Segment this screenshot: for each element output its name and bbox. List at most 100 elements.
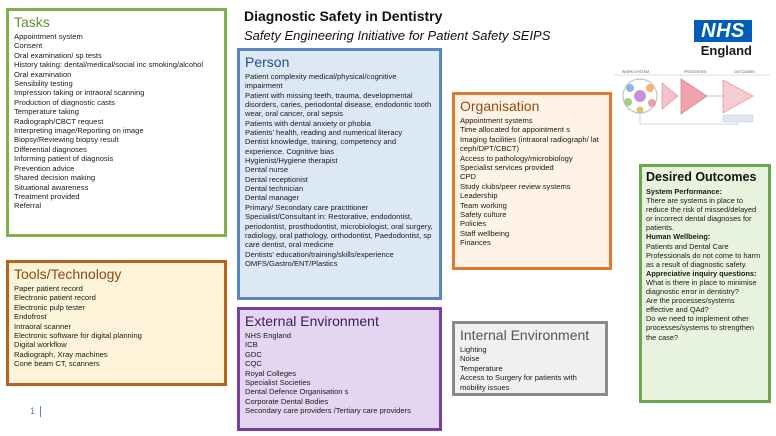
external-environment-box: External Environment NHS England ICB GDC… [237,307,442,431]
person-item: Patients' health, reading and numerical … [245,128,403,138]
nhs-logo-mark: NHS [694,20,752,42]
outcomes-content: System Performance: There are systems in… [646,187,764,342]
inquiry-question: Do we need to implement other processes/… [646,314,755,342]
outcomes-arrow-icon [722,79,754,114]
tool-item: Digital workflow [14,340,67,350]
person-item: Patient with missing teeth, trauma, deve… [245,90,432,119]
person-title: Person [245,54,290,70]
person-list: Patient complexity medical/physical/cogn… [245,72,434,268]
tasks-title: Tasks [14,14,50,30]
internal-item: Noise [460,354,480,364]
organisation-item: Leadership [460,191,498,201]
task-item: Treatment provided [14,191,80,201]
tool-item: Paper patient record [14,284,83,293]
task-item: Oral examination/ sp tests [14,50,102,60]
person-item: Specialist/Consultant in: Restorative, e… [245,212,433,250]
tool-item: Electronic software for digital planning [14,331,142,341]
person-item: Dentists' education/training/skills/expe… [245,249,394,259]
tool-item: Electronic patient record [14,293,96,303]
inquiry-heading: Appreciative inquiry questions: [646,268,757,278]
human-wellbeing-heading: Human Wellbeing: [646,232,711,242]
process-arrow-icon [661,82,679,110]
page-number-divider [40,406,41,417]
task-item: Radiograph/CBCT request [14,116,104,126]
organisation-item: Imaging facilities (intraoral radiograph… [460,134,599,154]
person-item: Hygienist/Hygiene therapist [245,156,338,166]
person-item: Patient complexity medical/physical/cogn… [245,72,397,91]
tool-item: Radiograph, Xray machines [14,349,108,359]
outcomes-title: Desired Outcomes [646,170,757,184]
person-item: OMFS/Gastro/ENT/Plastics [245,258,338,268]
page-subtitle: Safety Engineering Initiative for Patien… [244,28,551,43]
organisation-item: Team working [460,200,507,210]
person-box: Person Patient complexity medical/physic… [237,48,442,300]
organisation-item: Finances [460,238,491,248]
system-performance-text: There are systems in place to reduce the… [646,196,757,233]
person-item: Dental receptionist [245,174,308,184]
person-item: Dental manager [245,193,300,203]
external-title: External Environment [245,313,379,329]
tool-item: Intraoral scanner [14,321,71,331]
tasks-box: Tasks Appointment system Consent Oral ex… [6,8,227,237]
desired-outcomes-box: Desired Outcomes System Performance: The… [639,164,771,403]
organisation-item: CPD [460,172,477,182]
organisation-item: Study clubs/peer review systems [460,181,571,191]
task-item: Prevention advice [14,163,75,173]
seips-label-outcomes: OUTCOMES [734,70,755,74]
tasks-list: Appointment system Consent Oral examinat… [14,32,219,211]
task-item: Production of diagnostic casts [14,97,115,107]
external-list: NHS England ICB GDC CQC Royal Colleges S… [245,331,434,416]
task-item: Impression taking or intraoral scanning [14,88,145,98]
processes-arrow-icon [680,78,708,115]
external-item: Corporate Dental Bodies [245,396,329,406]
nhs-logo-region: England [700,43,752,58]
external-item: Dental Defence Organisation s [245,387,349,397]
task-item: Oral examination [14,69,72,79]
internal-item: Lighting [460,345,487,354]
inquiry-question: What is there in place to minimise diagn… [646,277,757,297]
task-item: History taking: dental/medical/social in… [14,60,204,70]
human-wellbeing-text: Patients and Dental Care Professionals d… [646,241,761,269]
seips-label-work-system: WORK SYSTEM [622,70,649,74]
internal-item: Temperature [460,363,503,373]
task-item: Situational awareness [14,182,89,192]
person-item: Dentist knowledge, training, competency … [245,137,397,156]
external-item: ICB [245,340,258,350]
task-item: Sensibility testing [14,79,73,89]
organisation-title: Organisation [460,98,540,114]
task-item: Differential diagnoses [14,144,87,154]
tool-item: Endofrost [14,312,47,322]
seips-label-processes: PROCESSES [684,70,707,74]
tools-list: Paper patient record Electronic patient … [14,284,219,369]
task-item: Appointment system [14,32,83,41]
inquiry-question: Are the processes/systems effective and … [646,296,735,315]
external-item: Secondary care providers /Tertiary care … [245,406,411,416]
external-item: GDC [245,349,262,359]
task-item: Interpreting image/Reporting on image [14,126,144,136]
organisation-item: Safety culture [460,210,507,220]
task-item: Consent [14,41,43,51]
organisation-item: Policies [460,219,487,229]
organisation-item: Time allocated for appointment s [460,125,570,135]
internal-item: Access to Surgery for patients with mobi… [460,373,577,392]
task-item: Informing patient of diagnosis [14,154,114,164]
organisation-item: Appointment systems [460,116,533,125]
task-item: Shared decision making [14,173,96,183]
system-performance-heading: System Performance: [646,187,722,196]
person-item: Dental technician [245,184,304,194]
internal-list: Lighting Noise Temperature Access to Sur… [460,345,600,392]
external-item: CQC [245,359,262,369]
organisation-list: Appointment systems Time allocated for a… [460,116,604,248]
external-item: Specialist Societies [245,378,311,388]
organisation-item: Access to pathology/microbiology [460,153,573,163]
page-number: 1 [30,406,36,416]
tool-item: Electronic pulp tester [14,302,85,312]
nhs-england-logo: NHS England [694,20,754,58]
organisation-item: Staff wellbeing [460,228,510,238]
internal-title: Internal Environment [460,327,590,343]
page-title: Diagnostic Safety in Dentistry [244,8,443,24]
external-item: Royal Colleges [245,368,297,378]
external-item: NHS England [245,331,292,340]
tools-technology-box: Tools/Technology Paper patient record El… [6,260,227,386]
task-item: Referral [14,201,42,211]
